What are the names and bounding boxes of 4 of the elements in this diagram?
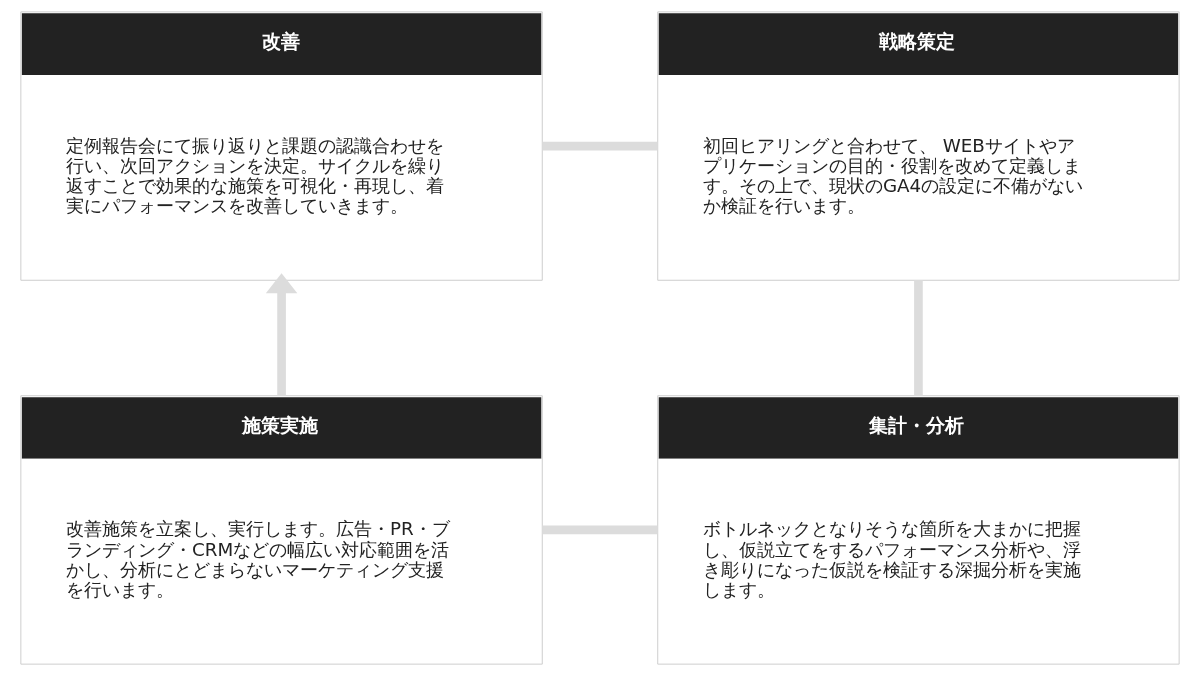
connector (914, 280, 923, 396)
connector (542, 525, 658, 535)
connector (542, 141, 658, 151)
arrow (265, 273, 298, 396)
